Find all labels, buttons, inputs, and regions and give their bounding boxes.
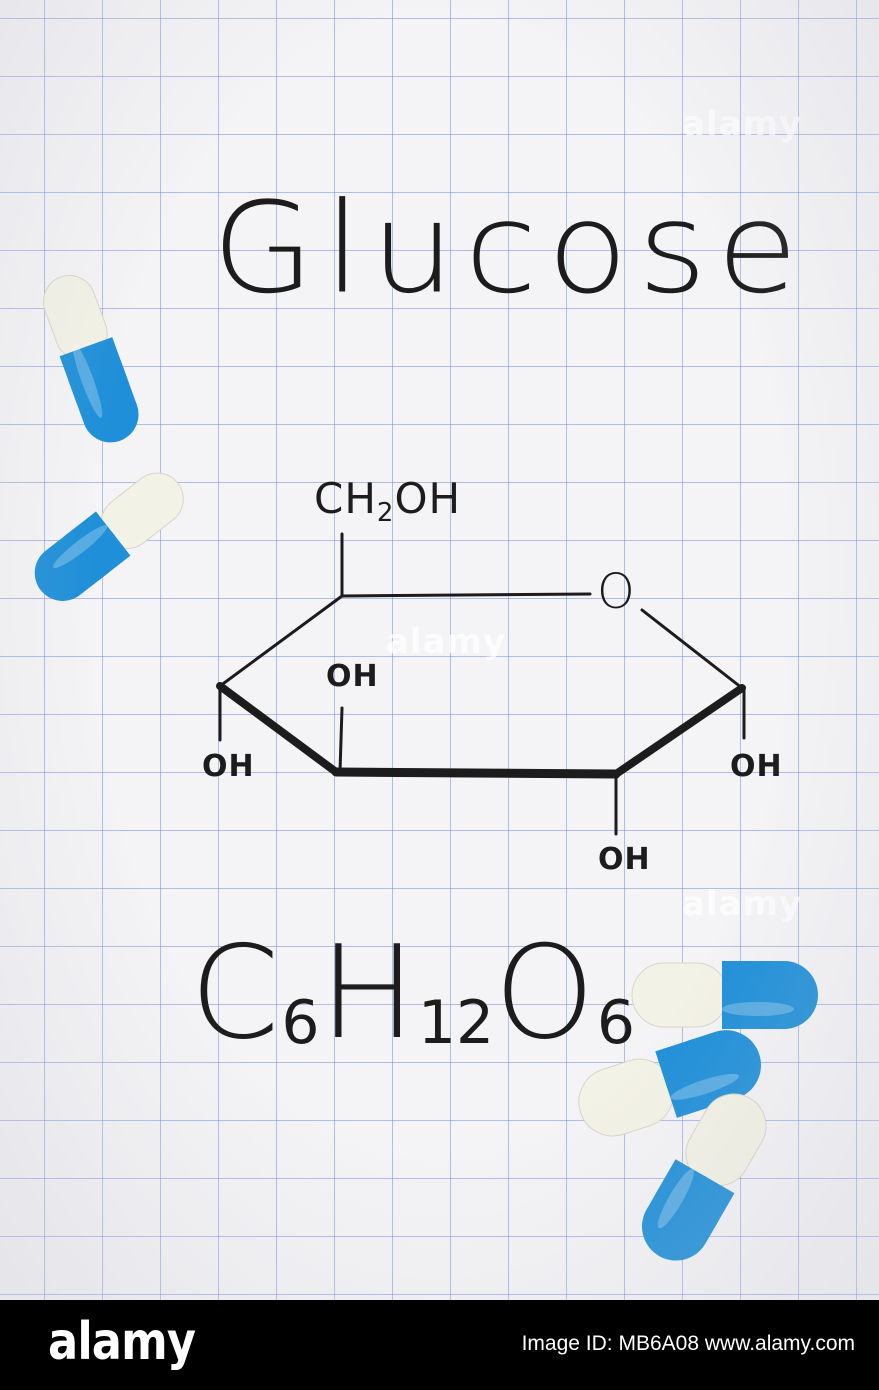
- capsule-upper-1: [42, 275, 139, 443]
- image-id: Image ID: MB6A08: [521, 1332, 700, 1355]
- watermark: alamy: [682, 104, 803, 144]
- bond-c3-oh: [338, 706, 344, 774]
- label-ch2oh: CH2OH: [314, 474, 462, 528]
- watermark: alamy: [682, 884, 803, 924]
- label-oh-bottom: OH: [598, 842, 651, 877]
- photo: Glucose: [0, 0, 879, 1300]
- molecular-formula: C6H12O6: [190, 919, 636, 1068]
- alamy-logo: alamy: [48, 1312, 196, 1372]
- site-url: www.alamy.com: [704, 1332, 855, 1355]
- capsule-upper-2: [34, 472, 184, 601]
- watermark: alamy: [386, 622, 507, 662]
- image-id-and-url: Image ID: MB6A08 www.alamy.com: [522, 1332, 855, 1356]
- label-oh-right: OH: [730, 749, 783, 784]
- label-ring-oxygen: O: [597, 564, 635, 620]
- title-glucose: Glucose: [212, 175, 808, 322]
- label-oh-left: OH: [202, 749, 255, 784]
- capsule-lower-3: [642, 1093, 767, 1261]
- bond-o-c1: [640, 608, 744, 690]
- stock-footer-bar: alamy Image ID: MB6A08 www.alamy.com: [0, 1300, 879, 1390]
- capsule-lower-1: [631, 961, 818, 1029]
- bond-c5-c4: [218, 594, 344, 688]
- bond-c3-c2: [331, 767, 621, 779]
- label-oh-inner: OH: [326, 659, 379, 694]
- bond-c5-o: [340, 592, 592, 598]
- bond-c2-c1: [612, 684, 746, 778]
